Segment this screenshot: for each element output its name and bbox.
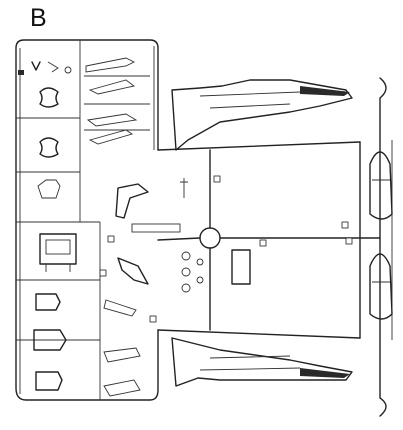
sprue-letter-label: B [30, 4, 47, 32]
small-parts-top [18, 61, 72, 199]
center-runners [157, 141, 381, 339]
fuselage-half-bottom [171, 337, 353, 387]
drop-tank-bottom [369, 253, 393, 320]
missile-parts-column [84, 57, 150, 145]
sprue-left-frame [15, 39, 159, 401]
fuselage-half-top [171, 79, 353, 151]
sprue-right-frame [359, 77, 393, 417]
seat-part [39, 233, 77, 272]
landing-gear-parts [33, 293, 141, 397]
attachment-tags [99, 175, 353, 323]
drop-tank-top [369, 151, 393, 220]
center-small-parts [115, 178, 251, 293]
sprue-gate-circle [199, 227, 221, 249]
